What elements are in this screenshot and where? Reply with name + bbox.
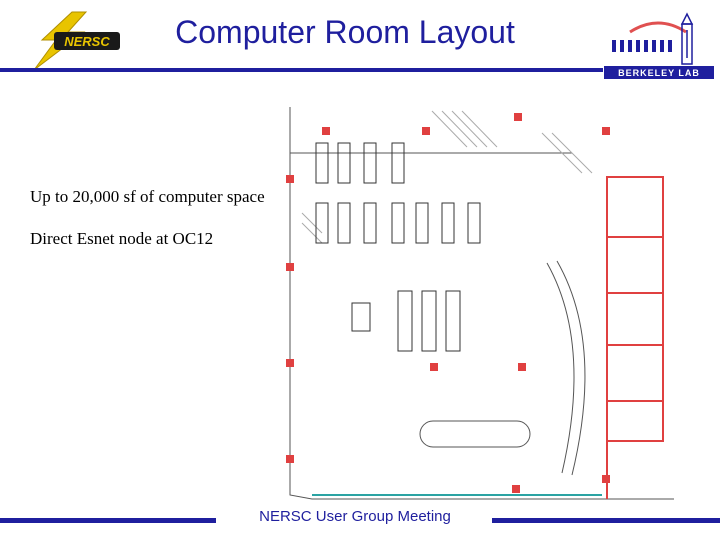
footer-text: NERSC User Group Meeting (259, 508, 451, 525)
footer-rule-left (0, 518, 216, 523)
bullet-item: Direct Esnet node at OC12 (30, 229, 214, 248)
bullet-list: Up to 20,000 sf of computer space Direct… (30, 186, 270, 270)
page-title: Computer Room Layout (175, 14, 515, 50)
header-rule (0, 68, 603, 72)
footer-rule-right (492, 518, 720, 523)
floor-plan-drawing (282, 103, 674, 509)
bullet-item: Up to 20,000 sf of computer space (30, 187, 265, 206)
lightning-bolt-icon: NERSC (33, 11, 120, 71)
berkeley-lab-logo: BERKELEY LAB (600, 10, 718, 80)
campanile-icon (680, 12, 694, 65)
nersc-logo: NERSC (12, 10, 130, 72)
berkeley-lab-logo-text: BERKELEY LAB (618, 68, 700, 78)
nersc-logo-text: NERSC (64, 34, 110, 49)
